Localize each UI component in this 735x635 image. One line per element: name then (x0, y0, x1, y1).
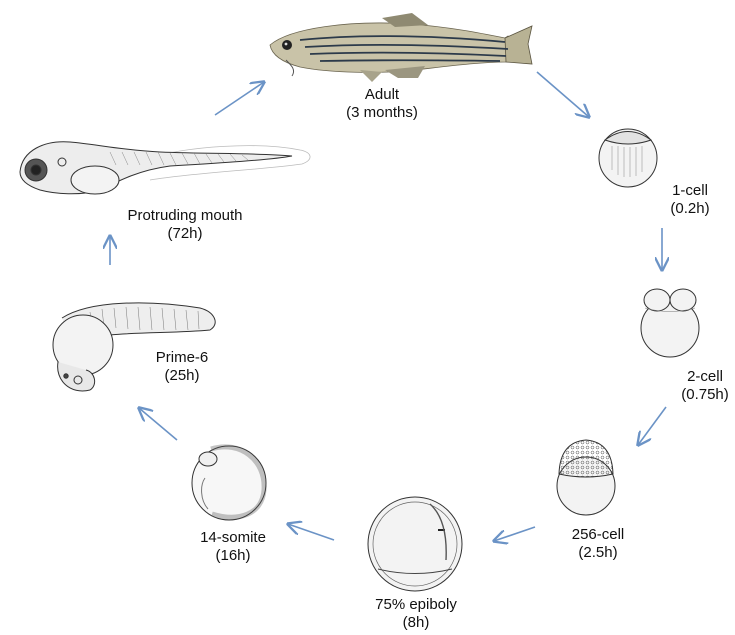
somite-embryo-drawing (192, 446, 266, 520)
stage-name: 75% epiboly (375, 596, 457, 614)
arrow-mouth-to-adult (215, 82, 264, 115)
one-cell-embryo-drawing (599, 129, 657, 187)
stage-time: (0.75h) (681, 386, 729, 404)
arrow-adult-to-1cell (537, 72, 589, 117)
256-cell-embryo-drawing (557, 440, 615, 515)
arrow-2cell-to-256cell (638, 407, 666, 445)
stage-time: (2.5h) (572, 544, 625, 562)
label-256-cell: 256-cell (2.5h) (572, 526, 625, 562)
stage-time: (0.2h) (670, 200, 709, 218)
stage-time: (8h) (375, 614, 457, 632)
stage-name: Protruding mouth (127, 207, 242, 225)
stage-time: (16h) (200, 547, 266, 565)
label-adult: Adult (3 months) (346, 86, 418, 122)
arrow-epiboly-to-somite (288, 524, 334, 540)
stage-name: Prime-6 (156, 349, 209, 367)
stage-name: 256-cell (572, 526, 625, 544)
adult-zebrafish-photo (270, 13, 532, 82)
stage-name: 1-cell (670, 182, 709, 200)
two-cell-embryo-drawing (641, 289, 699, 357)
label-prime-6: Prime-6 (25h) (156, 349, 209, 385)
stage-name: 14-somite (200, 529, 266, 547)
arrow-256cell-to-epiboly (494, 527, 535, 541)
label-protruding-mouth: Protruding mouth (72h) (127, 207, 242, 243)
arrow-somite-to-prime (139, 408, 177, 440)
label-1-cell: 1-cell (0.2h) (670, 182, 709, 218)
protruding-mouth-larva-drawing (20, 142, 310, 194)
stage-time: (25h) (156, 367, 209, 385)
epiboly-embryo-drawing (368, 497, 462, 591)
label-2-cell: 2-cell (0.75h) (681, 368, 729, 404)
stage-time: (72h) (127, 225, 242, 243)
label-14-somite: 14-somite (16h) (200, 529, 266, 565)
stage-time: (3 months) (346, 104, 418, 122)
stage-name: Adult (346, 86, 418, 104)
label-75-epiboly: 75% epiboly (8h) (375, 596, 457, 632)
stage-name: 2-cell (681, 368, 729, 386)
